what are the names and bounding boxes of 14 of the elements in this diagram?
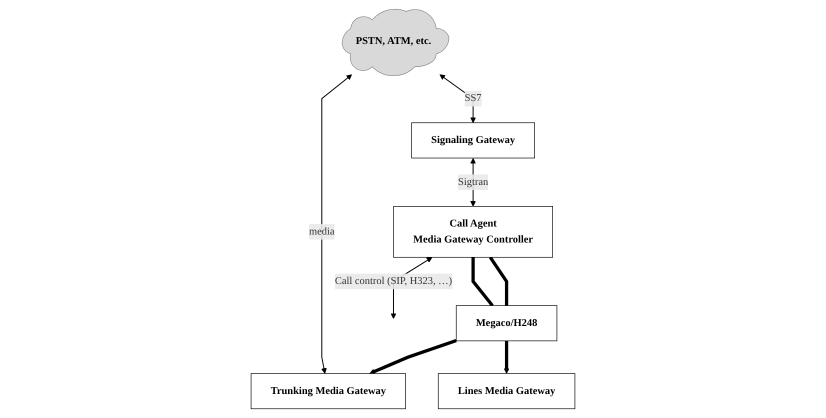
- connector: [488, 256, 508, 306]
- edge-label: media: [309, 226, 335, 238]
- edge-label: Call control (SIP, H323, …): [334, 276, 452, 287]
- node-box: Call Agent Media Gateway Controller: [393, 206, 553, 258]
- edge-label: SS7: [464, 92, 482, 104]
- node-box: Megaco/H248: [456, 305, 558, 342]
- node-box: Lines Media Gateway: [438, 373, 576, 410]
- node-box: Signaling Gateway: [411, 122, 535, 158]
- node-box: Trunking Media Gateway: [250, 373, 406, 410]
- edge-label: Sigtran: [458, 176, 488, 188]
- arrow: [369, 339, 457, 374]
- connector: [471, 257, 494, 307]
- arrow: [504, 340, 510, 374]
- arrow: [321, 74, 352, 374]
